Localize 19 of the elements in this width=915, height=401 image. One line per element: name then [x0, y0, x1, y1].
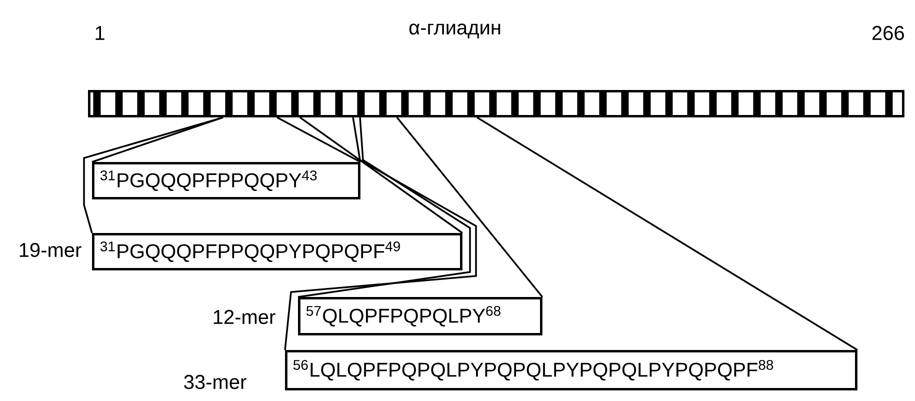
peptide-length-label: 19-mer	[20, 242, 82, 258]
position-label: 1	[96, 26, 104, 40]
peptide-box: $^{57}$QLQPFPQPQLPY$^{68}$	[298, 297, 542, 336]
zoom-line	[300, 116, 463, 234]
peptide-box: $^{56}$LQLQPFPQPQLPYPQPQLPYPQPQLPYPQPQPF$^{88}$	[285, 350, 858, 390]
peptide-length-label: 33-mer	[184, 374, 246, 390]
title: α-глиадин	[409, 24, 500, 38]
zoom-line	[83, 116, 224, 234]
zoom-line	[396, 116, 544, 298]
position-label: 266	[872, 26, 904, 40]
zoom-line	[284, 117, 477, 350]
zoom-line	[276, 116, 361, 163]
zoom-line	[92, 116, 224, 163]
peptide-box: $^{31}$PGQQQPFPPQQPY$^{43}$	[92, 162, 360, 200]
protein-bar	[88, 90, 904, 118]
zoom-line	[298, 117, 471, 298]
peptide-box: $^{31}$PGQQQPFPPQQPYPQPQPF$^{49}$	[92, 233, 462, 270]
peptide-length-label: 12-mer	[214, 310, 276, 324]
zoom-line	[476, 116, 858, 351]
